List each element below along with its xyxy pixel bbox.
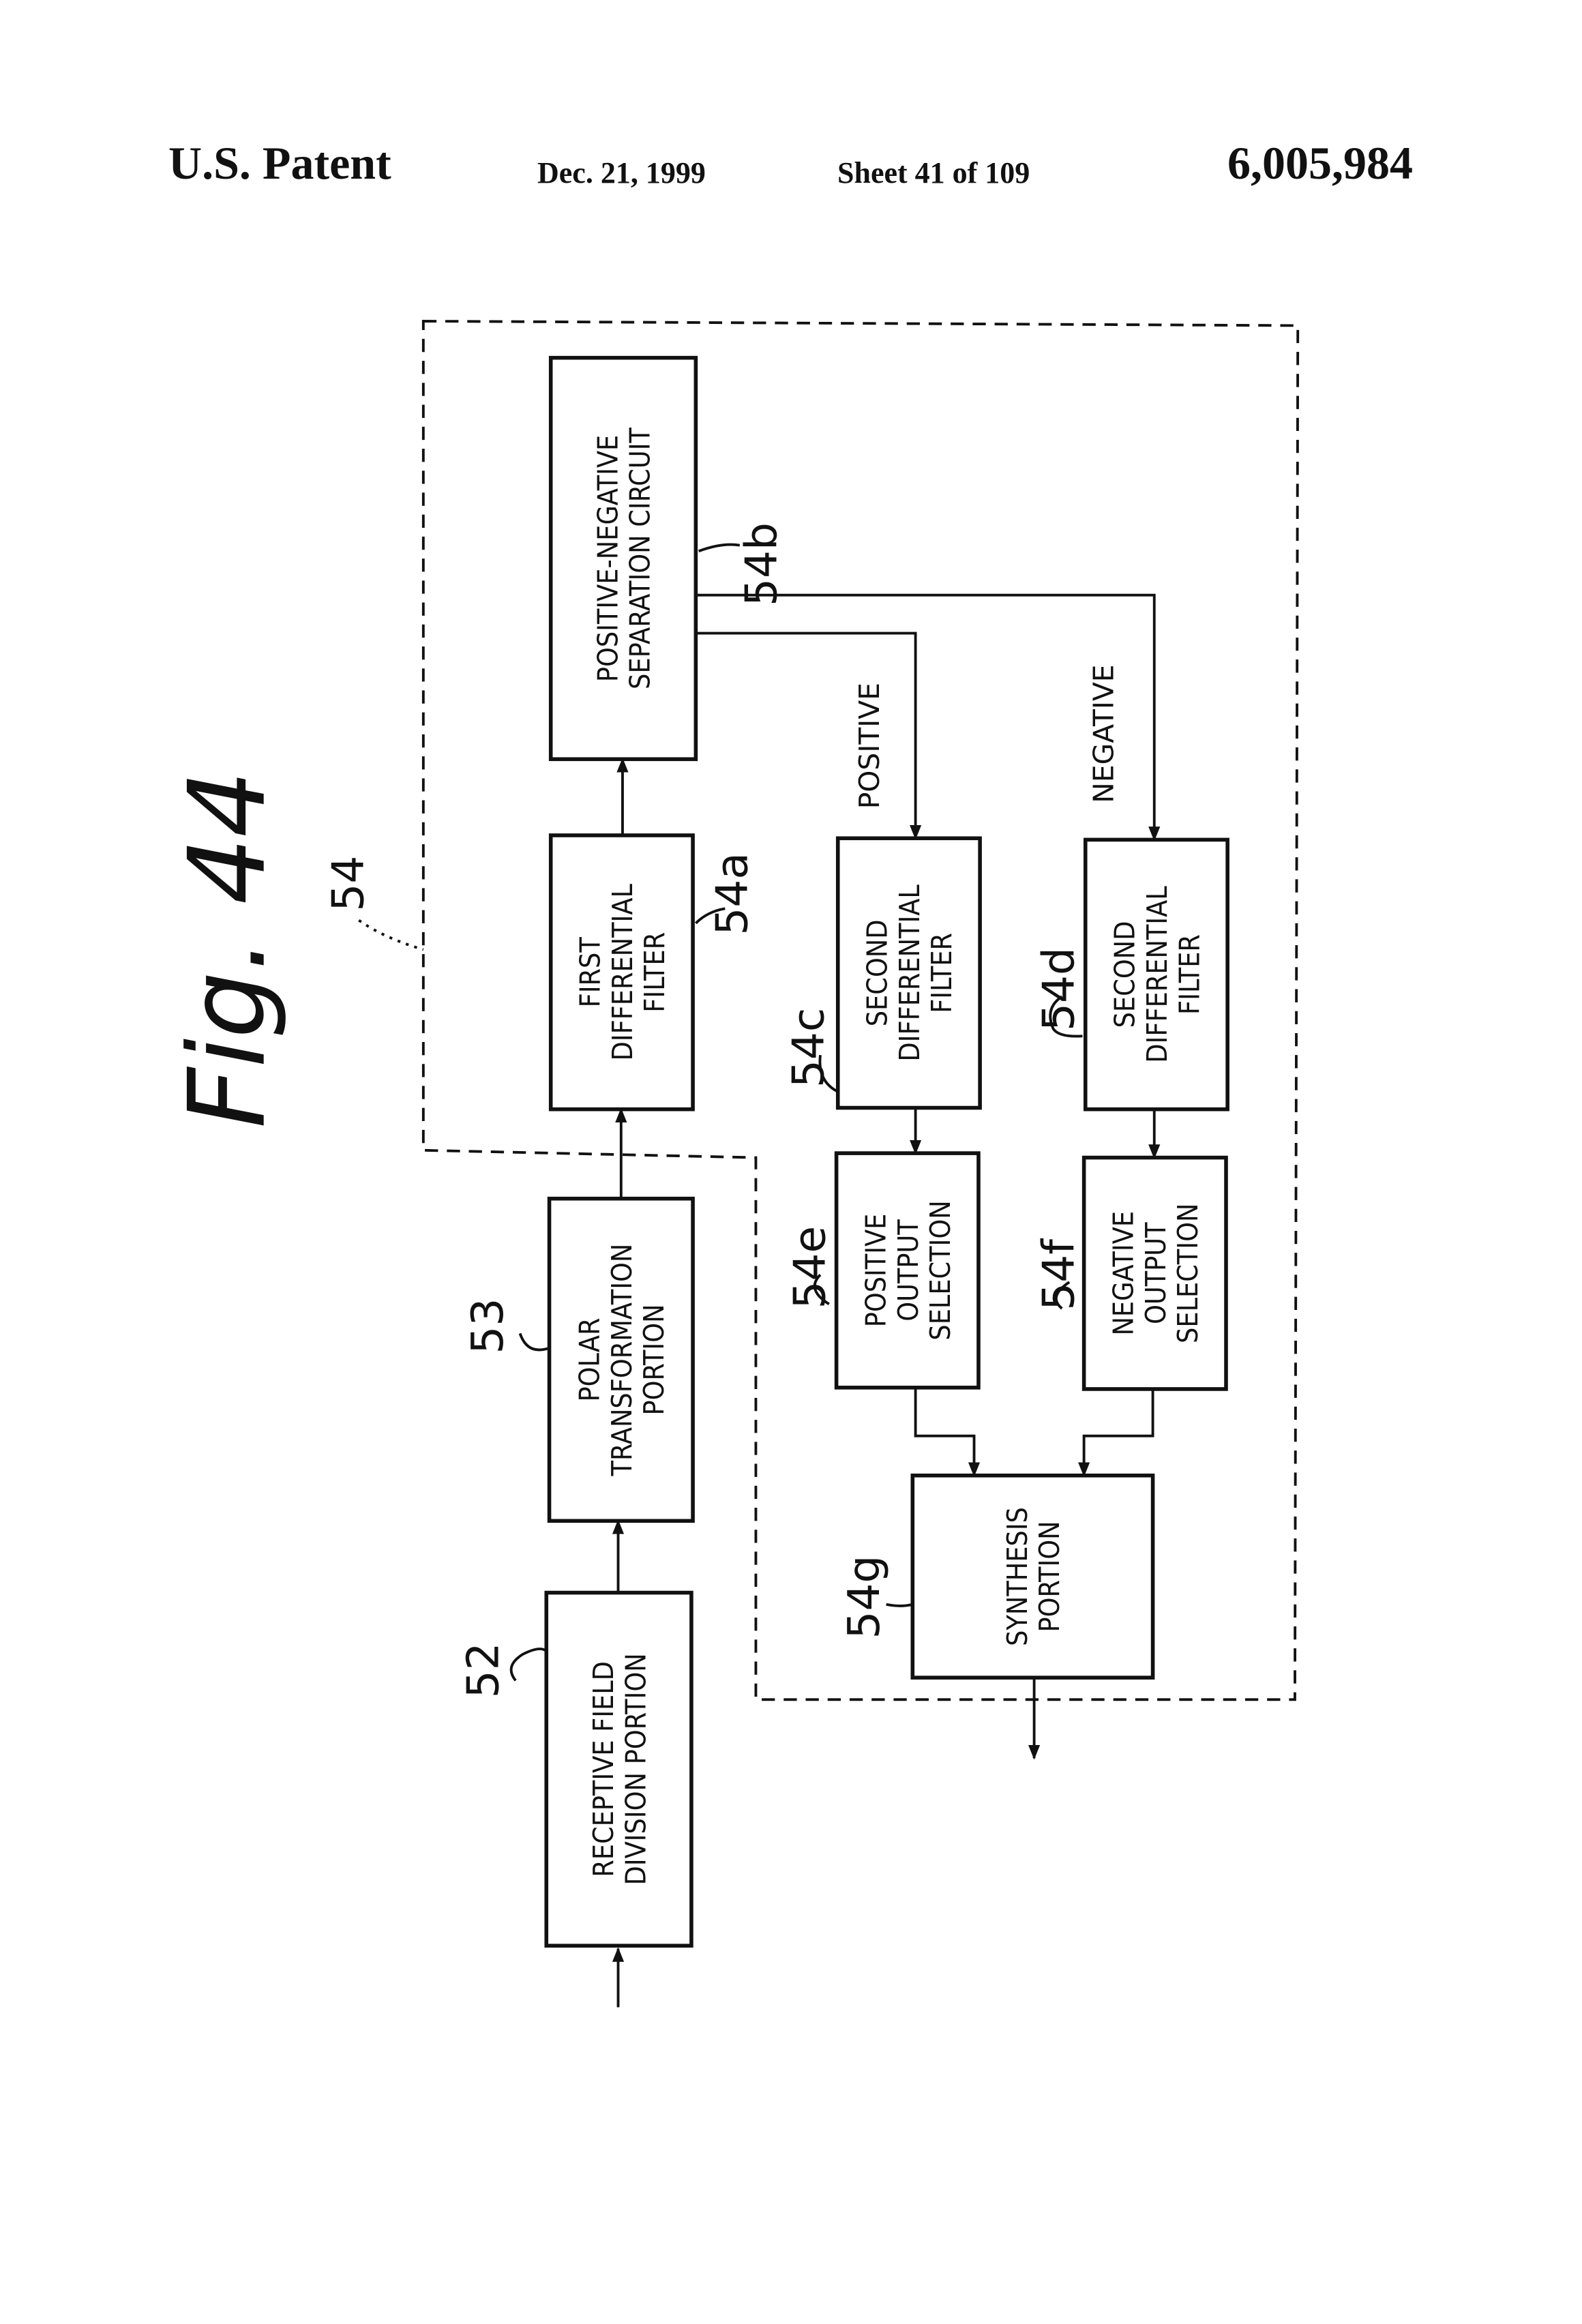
block-54f-text: NEGATIVE <box>1107 1211 1140 1336</box>
block-54g: SYNTHESISPORTION 54g <box>839 1476 1153 1678</box>
block-54d-text: FILTER <box>1173 934 1206 1015</box>
block-54c-text: FILTER <box>925 933 958 1013</box>
block-53-text: PORTION <box>638 1304 670 1415</box>
ref-label-53: 53 <box>462 1298 513 1354</box>
block-54e-text: OUTPUT <box>892 1219 925 1322</box>
leader-54b <box>699 545 740 552</box>
block-54g-text: PORTION <box>1033 1521 1066 1632</box>
arrow-negative <box>696 595 1154 840</box>
block-52: RECEPTIVE FIELDDIVISION PORTION 52 <box>458 1593 691 1946</box>
block-54e-text: POSITIVE <box>860 1214 893 1328</box>
block-53-text: TRANSFORMATION <box>606 1244 638 1477</box>
block-52-text: DIVISION PORTION <box>619 1653 652 1885</box>
block-54a-text: FIRST <box>574 937 607 1008</box>
ref-label-54d: 54d <box>1034 947 1085 1031</box>
block-54c-text: DIFFERENTIAL <box>893 884 926 1062</box>
ref-label-52: 52 <box>458 1642 509 1698</box>
arrow-54f-54g <box>1084 1389 1153 1476</box>
block-54g-text: SYNTHESIS <box>1001 1507 1034 1646</box>
ref-label-54e: 54e <box>784 1226 835 1309</box>
block-54f-text: SELECTION <box>1171 1204 1204 1343</box>
leader-52 <box>511 1649 547 1680</box>
block-54a: FIRSTDIFFERENTIALFILTER 54a <box>551 835 758 1109</box>
ref-label-54f: 54f <box>1034 1238 1085 1311</box>
leader-53 <box>520 1333 550 1350</box>
block-54b-text: SEPARATION CIRCUIT <box>624 427 657 689</box>
arrow-54e-54g <box>916 1388 974 1476</box>
block-54f-text: OUTPUT <box>1139 1222 1172 1324</box>
ref-label-54g: 54g <box>839 1555 890 1639</box>
leader-54g <box>886 1605 913 1606</box>
group-54-label: 54 <box>323 856 374 912</box>
block-54e: POSITIVEOUTPUTSELECTION 54e <box>784 1153 979 1388</box>
block-53: POLARTRANSFORMATIONPORTION 53 <box>462 1199 693 1521</box>
block-54d: SECONDDIFFERENTIALFILTER 54d <box>1034 839 1228 1109</box>
block-54a-text: FILTER <box>638 932 671 1013</box>
block-54d-text: DIFFERENTIAL <box>1141 886 1174 1063</box>
block-54b: POSITIVE-NEGATIVESEPARATION CIRCUIT 54b <box>551 358 788 760</box>
block-53-text: POLAR <box>573 1318 606 1402</box>
block-54f: NEGATIVEOUTPUTSELECTION 54f <box>1034 1158 1226 1389</box>
figure-title: Fig. 44 <box>166 770 289 1128</box>
ref-label-54c: 54c <box>783 1008 834 1088</box>
positive-branch-label: POSITIVE <box>853 683 886 809</box>
group-54-leader <box>359 921 423 950</box>
block-54c-text: SECOND <box>861 920 894 1027</box>
ref-label-54b: 54b <box>736 522 788 606</box>
ref-label-54a: 54a <box>707 852 758 935</box>
block-54c: SECONDDIFFERENTIALFILTER 54c <box>783 838 980 1107</box>
negative-branch-label: NEGATIVE <box>1088 664 1120 803</box>
block-54e-text: SELECTION <box>924 1200 957 1340</box>
block-52-text: RECEPTIVE FIELD <box>587 1661 620 1877</box>
block-54a-text: DIFFERENTIAL <box>606 884 639 1061</box>
block-54b-text: POSITIVE-NEGATIVE <box>591 435 624 682</box>
block-54d-text: SECOND <box>1109 921 1141 1028</box>
